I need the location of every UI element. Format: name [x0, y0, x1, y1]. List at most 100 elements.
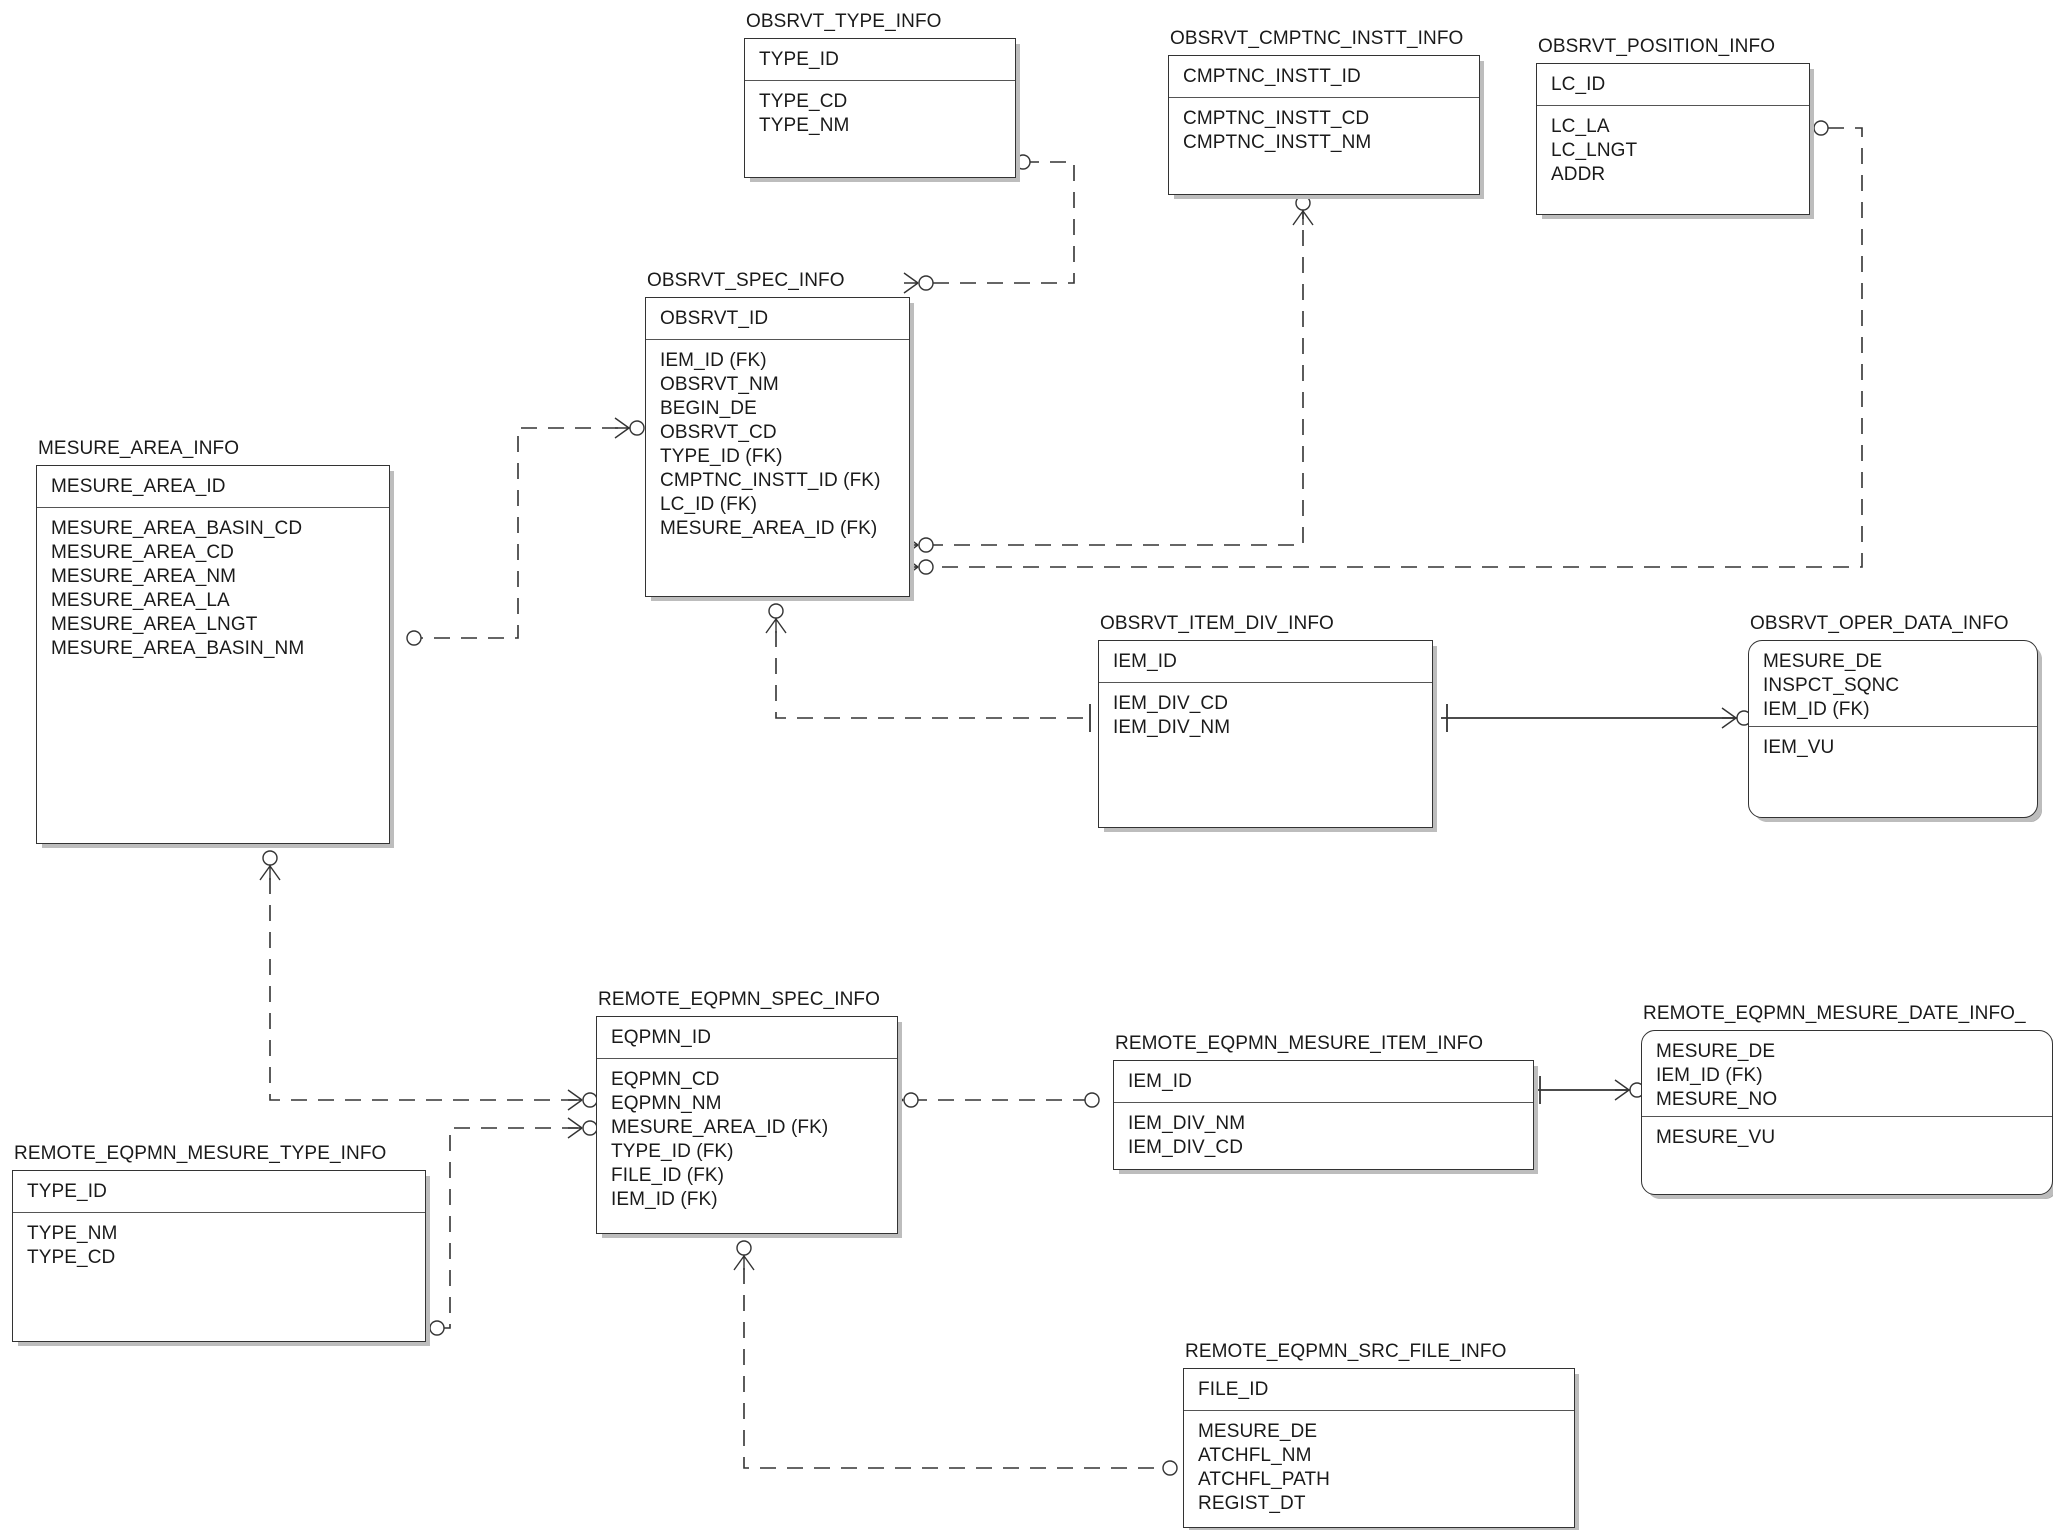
attribute-field: MESURE_AREA_NM	[51, 566, 237, 587]
entity-title-remote_eqpmn_mesure_type_info: REMOTE_EQPMN_MESURE_TYPE_INFO	[14, 1143, 387, 1164]
entity-title-obsrvt_item_div_info: OBSRVT_ITEM_DIV_INFO	[1100, 613, 1334, 634]
attribute-field: REGIST_DT	[1198, 1493, 1306, 1514]
pk-field: IEM_ID (FK)	[1763, 699, 1870, 720]
pk-field: IEM_ID	[1113, 651, 1177, 672]
pk-field: LC_ID	[1551, 74, 1606, 95]
attribute-field: CMPTNC_INSTT_CD	[1183, 108, 1370, 129]
entity-title-mesure_area_info: MESURE_AREA_INFO	[38, 438, 240, 459]
relation-cmptnc-to-spec	[903, 195, 1314, 556]
attribute-field: MESURE_AREA_ID (FK)	[660, 518, 878, 539]
entity-obsrvt_position_info[interactable]: OBSRVT_POSITION_INFO LC_ID LC_LA LC_LNGT ADD…	[1536, 36, 1810, 215]
relation-area-to-eqpmn	[259, 850, 598, 1111]
entity-title-obsrvt_position_info: OBSRVT_POSITION_INFO	[1538, 36, 1776, 57]
relation-itemdiv-to-operdata	[1441, 704, 1752, 732]
attribute-field: MESURE_AREA_LA	[51, 590, 230, 611]
pk-field: MESURE_AREA_ID	[51, 476, 226, 497]
entity-mesure_area_info[interactable]: MESURE_AREA_INFO MESURE_AREA_ID MESURE_ARE…	[36, 438, 390, 844]
attribute-field: IEM_VU	[1763, 737, 1835, 758]
attribute-field: EQPMN_NM	[611, 1093, 722, 1114]
attribute-field: IEM_DIV_CD	[1113, 693, 1229, 714]
attribute-field: ADDR	[1551, 164, 1606, 185]
entity-remote_eqpmn_mesure_date_info[interactable]: REMOTE_EQPMN_MESURE_DATE_INFO_ MESURE_DE I…	[1641, 1003, 2053, 1195]
primary-key-section-remote_eqpmn_mesure_date_info: MESURE_DE IEM_ID (FK) MESURE_NO	[1642, 1031, 2052, 1117]
entity-remote_eqpmn_spec_info[interactable]: REMOTE_EQPMN_SPEC_INFO EQPMN_ID EQPMN_CD EQ…	[596, 989, 898, 1234]
pk-field: MESURE_NO	[1656, 1089, 1778, 1110]
entity-title-obsrvt_spec_info: OBSRVT_SPEC_INFO	[647, 270, 845, 291]
attribute-field: LC_LNGT	[1551, 140, 1638, 161]
attribute-field: TYPE_ID (FK)	[611, 1141, 734, 1162]
attribute-section-obsrvt_position_info: LC_LA LC_LNGT ADDR	[1537, 106, 1809, 214]
entity-title-obsrvt_type_info: OBSRVT_TYPE_INFO	[746, 11, 942, 32]
attribute-field: FILE_ID (FK)	[611, 1165, 725, 1186]
pk-field: IEM_ID (FK)	[1656, 1065, 1763, 1086]
primary-key-section-remote_eqpmn_src_file_info: FILE_ID	[1184, 1369, 1574, 1411]
attribute-field: LC_LA	[1551, 116, 1610, 137]
pk-field: MESURE_DE	[1763, 651, 1883, 672]
relation-mesureitem-to-mesuredate	[1538, 1076, 1645, 1104]
pk-field: TYPE_ID	[27, 1181, 107, 1202]
attribute-field: IEM_DIV_NM	[1113, 717, 1231, 738]
pk-field: TYPE_ID	[759, 49, 839, 70]
attribute-field: MESURE_DE	[1198, 1421, 1318, 1442]
attribute-section-remote_eqpmn_mesure_item_info: IEM_DIV_NM IEM_DIV_CD	[1114, 1103, 1533, 1169]
pk-field: OBSRVT_ID	[660, 308, 769, 329]
primary-key-section-obsrvt_spec_info: OBSRVT_ID	[646, 298, 909, 340]
primary-key-section-mesure_area_info: MESURE_AREA_ID	[37, 466, 389, 508]
entity-box-obsrvt_position_info: LC_ID LC_LA LC_LNGT ADDR	[1536, 63, 1810, 215]
attribute-section-obsrvt_item_div_info: IEM_DIV_CD IEM_DIV_NM	[1099, 683, 1432, 827]
attribute-field: IEM_DIV_CD	[1128, 1137, 1244, 1158]
entity-remote_eqpmn_src_file_info[interactable]: REMOTE_EQPMN_SRC_FILE_INFO FILE_ID MESURE_…	[1183, 1341, 1575, 1528]
entity-title-remote_eqpmn_spec_info: REMOTE_EQPMN_SPEC_INFO	[598, 989, 880, 1010]
entity-box-remote_eqpmn_mesure_date_info: MESURE_DE IEM_ID (FK) MESURE_NO MESURE_VU	[1641, 1030, 2053, 1195]
entity-title-remote_eqpmn_mesure_date_info: REMOTE_EQPMN_MESURE_DATE_INFO_	[1643, 1003, 2026, 1024]
attribute-field: OBSRVT_CD	[660, 422, 777, 443]
attribute-field: IEM_DIV_NM	[1128, 1113, 1246, 1134]
attribute-field: TYPE_CD	[759, 91, 848, 112]
entity-title-remote_eqpmn_src_file_info: REMOTE_EQPMN_SRC_FILE_INFO	[1185, 1341, 1507, 1362]
attribute-field: LC_ID (FK)	[660, 494, 758, 515]
pk-field: MESURE_DE	[1656, 1041, 1776, 1062]
attribute-field: MESURE_AREA_BASIN_CD	[51, 518, 303, 539]
attribute-field: MESURE_AREA_LNGT	[51, 614, 258, 635]
relation-itemdiv-to-spec	[765, 603, 1091, 732]
attribute-section-remote_eqpmn_mesure_date_info: MESURE_VU	[1642, 1117, 2052, 1194]
attribute-field: IEM_ID (FK)	[611, 1189, 718, 1210]
attribute-field: MESURE_AREA_BASIN_NM	[51, 638, 305, 659]
primary-key-section-obsrvt_type_info: TYPE_ID	[745, 39, 1015, 81]
primary-key-section-remote_eqpmn_spec_info: EQPMN_ID	[597, 1017, 897, 1059]
pk-field: FILE_ID	[1198, 1379, 1269, 1400]
entity-remote_eqpmn_mesure_type_info[interactable]: REMOTE_EQPMN_MESURE_TYPE_INFO TYPE_ID TYPE…	[12, 1143, 426, 1342]
relation-area-to-spec	[406, 417, 645, 646]
pk-field: CMPTNC_INSTT_ID	[1183, 66, 1361, 87]
entity-box-obsrvt_cmptnc_instt_info: CMPTNC_INSTT_ID CMPTNC_INSTT_CD CMPTNC_INS…	[1168, 55, 1480, 195]
entity-title-remote_eqpmn_mesure_item_info: REMOTE_EQPMN_MESURE_ITEM_INFO	[1115, 1033, 1484, 1054]
attribute-field: ATCHFL_NM	[1198, 1445, 1312, 1466]
attribute-field: CMPTNC_INSTT_NM	[1183, 132, 1372, 153]
attribute-field: EQPMN_CD	[611, 1069, 720, 1090]
attribute-field: CMPTNC_INSTT_ID (FK)	[660, 470, 881, 491]
relation-eqpmntype-to-eqpmn	[429, 1117, 598, 1336]
attribute-section-obsrvt_oper_data_info: IEM_VU	[1749, 727, 2037, 817]
primary-key-section-remote_eqpmn_mesure_type_info: TYPE_ID	[13, 1171, 425, 1213]
attribute-field: BEGIN_DE	[660, 398, 757, 419]
primary-key-section-remote_eqpmn_mesure_item_info: IEM_ID	[1114, 1061, 1533, 1103]
